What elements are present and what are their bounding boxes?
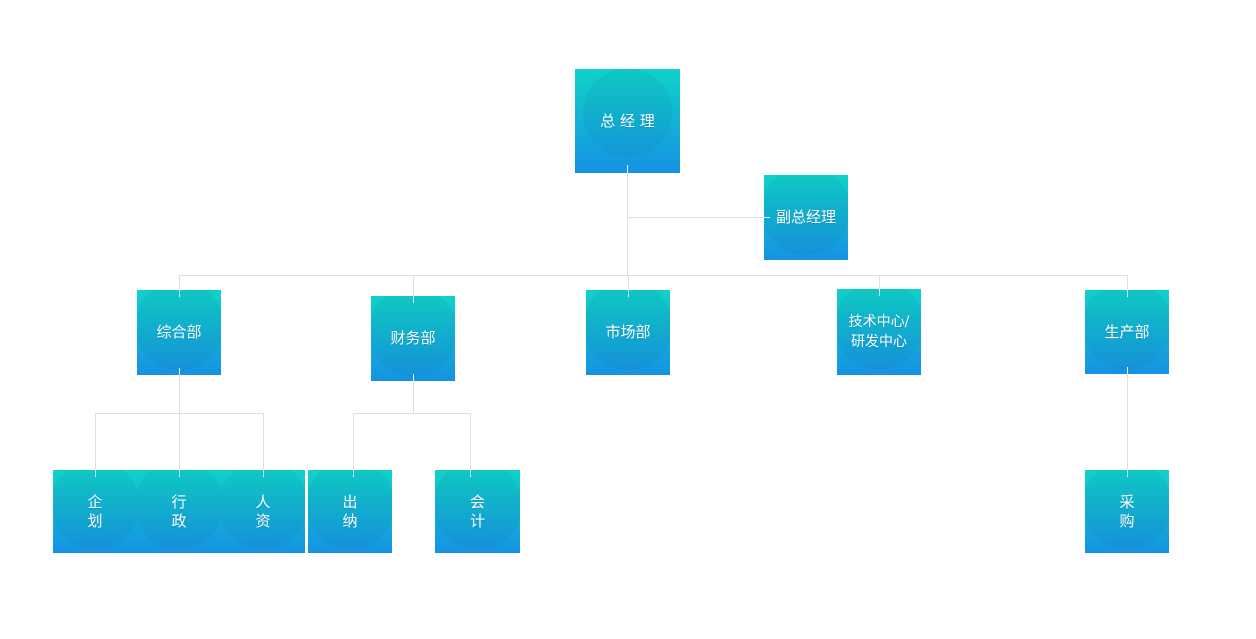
org-node-general-affairs-dept: 综合部 <box>137 290 221 375</box>
connector-tick <box>470 470 471 477</box>
connector-tick <box>353 470 354 477</box>
org-node-marketing-dept: 市场部 <box>586 290 670 375</box>
connector-tick <box>179 290 180 297</box>
connector-line <box>179 413 180 470</box>
org-node-label: 采 购 <box>1119 492 1135 530</box>
connector-tick <box>627 165 628 173</box>
connector-tick <box>263 470 264 477</box>
org-node-label: 市场部 <box>605 323 651 341</box>
connector-line <box>627 217 764 218</box>
connector-line <box>179 375 180 413</box>
org-node-human-resources: 人 资 <box>221 470 305 553</box>
org-node-label: 技术中心/ 研发中心 <box>848 314 910 350</box>
connector-line <box>627 173 628 275</box>
org-node-production-dept: 生产部 <box>1085 290 1169 374</box>
connector-line <box>179 275 180 290</box>
org-node-label: 副总经理 <box>775 208 836 226</box>
org-node-label: 企 划 <box>87 492 103 530</box>
org-node-finance-dept: 财务部 <box>371 296 455 381</box>
connector-tick <box>95 470 96 477</box>
connector-tick <box>1127 367 1128 374</box>
org-node-label: 财务部 <box>390 329 436 347</box>
org-node-cashier: 出 纳 <box>308 470 392 553</box>
org-node-label: 行 政 <box>171 492 187 530</box>
connector-line <box>353 413 470 414</box>
org-node-planning: 企 划 <box>53 470 137 553</box>
connector-line <box>413 381 414 413</box>
org-node-purchasing: 采 购 <box>1085 470 1169 553</box>
org-node-label: 综合部 <box>156 323 202 341</box>
connector-tick <box>413 374 414 381</box>
connector-tick <box>179 368 180 375</box>
org-node-label: 总 经 理 <box>600 111 655 130</box>
connector-tick <box>764 217 770 218</box>
connector-tick <box>879 289 880 296</box>
connector-tick <box>1127 290 1128 297</box>
org-node-accounting: 会 计 <box>435 470 520 553</box>
connector-line <box>470 413 471 470</box>
connector-line <box>353 413 354 470</box>
connector-tick <box>1127 470 1128 477</box>
connector-line <box>413 275 414 296</box>
org-node-label: 生产部 <box>1104 322 1150 341</box>
connector-line <box>1127 374 1128 470</box>
org-node-deputy-general-manager: 副总经理 <box>764 175 848 260</box>
org-node-administration: 行 政 <box>137 470 221 553</box>
connector-tick <box>628 290 629 297</box>
connector-line <box>263 413 264 470</box>
connector-line <box>879 275 880 289</box>
connector-tick <box>413 296 414 303</box>
connector-tick <box>179 470 180 477</box>
org-node-label: 人 资 <box>255 492 271 530</box>
org-node-general-manager: 总 经 理 <box>575 69 680 173</box>
org-node-tech-rnd-center: 技术中心/ 研发中心 <box>837 289 921 375</box>
connector-line <box>1127 275 1128 290</box>
connector-line <box>628 275 629 290</box>
org-node-label: 会 计 <box>469 492 485 530</box>
org-node-label: 出 纳 <box>342 492 358 530</box>
connector-line <box>95 413 96 470</box>
connector-line <box>179 275 1128 276</box>
